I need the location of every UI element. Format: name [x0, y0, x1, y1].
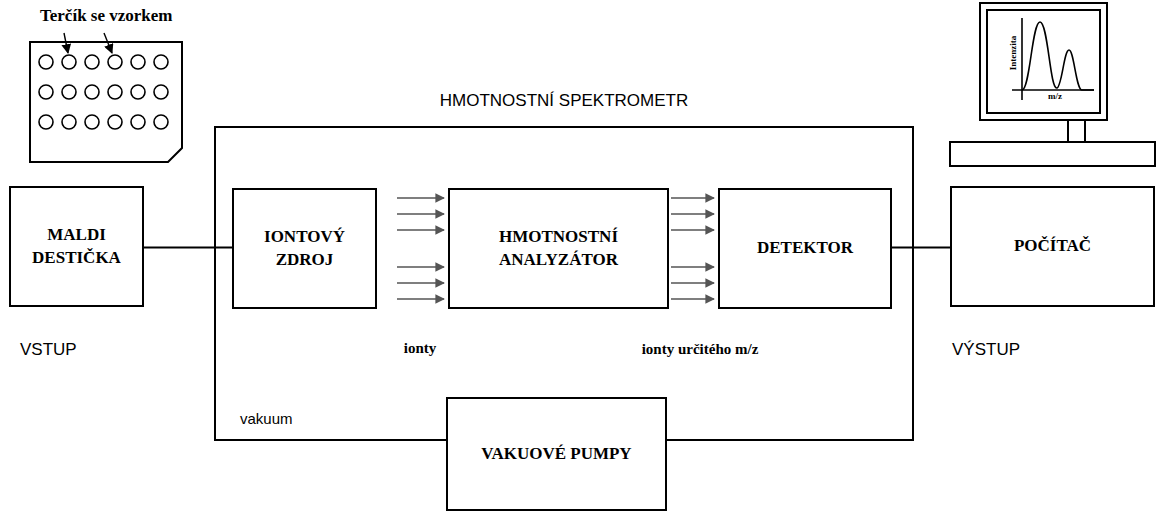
box-label: IONTOVÝ ZDROJ: [249, 226, 361, 272]
housing-title: HMOTNOSTNÍ SPEKTROMETR: [216, 90, 912, 113]
spectrometer-housing: HMOTNOSTNÍ SPEKTROMETRIONTOVÝ ZDROJHMOTN…: [214, 126, 914, 441]
leader-arrow: [64, 33, 112, 53]
output-box: POČÍTAČ: [950, 186, 1155, 307]
process-box: IONTOVÝ ZDROJ: [232, 188, 377, 309]
spectrum-graph: [1012, 18, 1094, 100]
connector-line: [144, 247, 232, 248]
ion-beam-arrows: [397, 198, 444, 299]
process-box: HMOTNOSTNÍ ANALYZÁTOR: [448, 188, 669, 309]
ion-beam-arrows: [671, 198, 714, 299]
pump-box: VAKUOVÉ PUMPY: [446, 397, 667, 511]
computer-monitor: [950, 3, 1155, 166]
target-plate: [30, 42, 182, 162]
axis-label: Intenzita: [1008, 30, 1018, 76]
box-label: HMOTNOSTNÍ ANALYZÁTOR: [474, 226, 644, 272]
section-label: VÝSTUP: [952, 340, 1072, 360]
box-label: MALDI DESTIČKA: [21, 224, 133, 270]
box-label: DETEKTOR: [757, 237, 853, 260]
input-box: MALDI DESTIČKA: [9, 186, 144, 307]
vacuum-label: vakuum: [240, 410, 330, 427]
process-box: DETEKTOR: [718, 188, 892, 309]
section-label: VSTUP: [20, 340, 130, 360]
box-label: VAKUOVÉ PUMPY: [481, 443, 631, 466]
axis-label: m/z: [1035, 91, 1075, 101]
plate-label: Terčík se vzorkem: [40, 6, 240, 26]
box-label: POČÍTAČ: [1014, 235, 1091, 258]
flow-label: ionty: [380, 340, 460, 357]
flow-label: ionty určitého m/z: [638, 340, 762, 358]
connector-line: [892, 247, 950, 248]
